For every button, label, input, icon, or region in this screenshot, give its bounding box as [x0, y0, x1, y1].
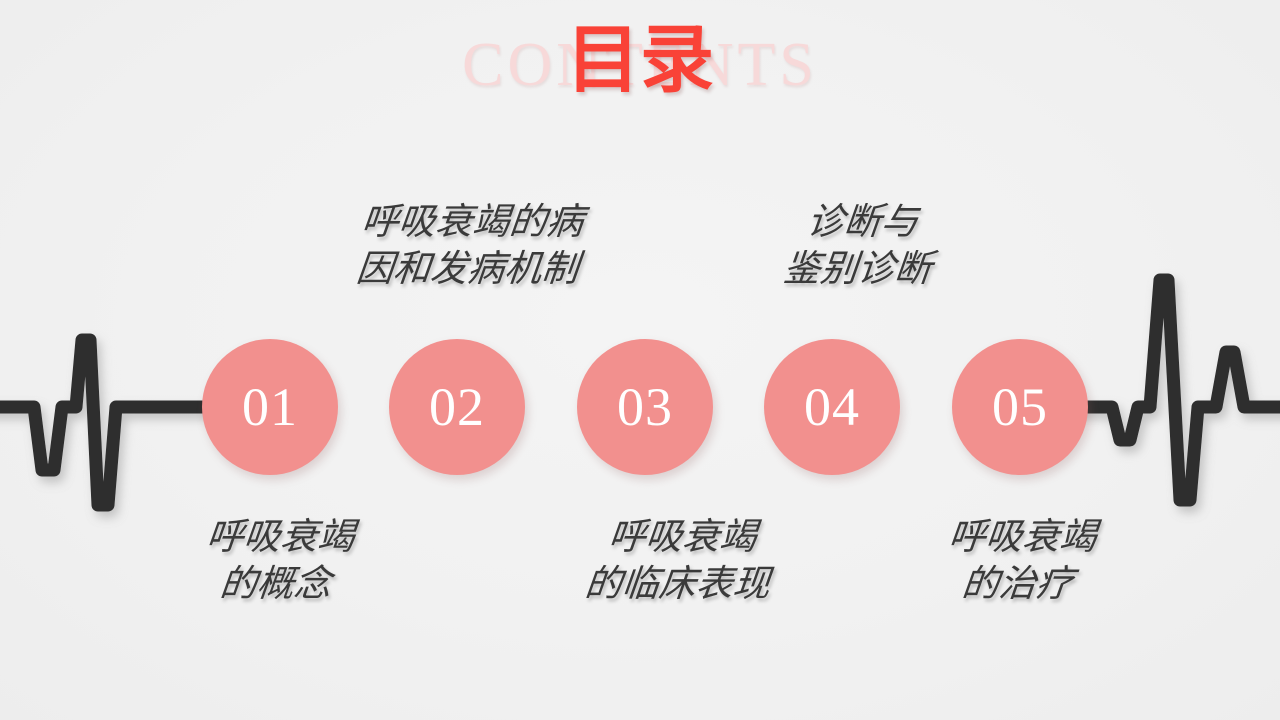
timeline-node-04[interactable]: 04 — [764, 339, 900, 475]
timeline-label-03: 呼吸衰竭 的临床表现 — [582, 515, 773, 606]
node-number-01: 01 — [242, 377, 298, 437]
timeline-node-05[interactable]: 05 — [952, 339, 1088, 475]
node-number-03: 03 — [617, 377, 673, 437]
timeline-label-05: 呼吸衰竭 的治疗 — [946, 515, 1099, 606]
timeline-label-04: 诊断与 鉴别诊断 — [781, 200, 934, 291]
title-english: CONTENTS — [462, 31, 818, 99]
page-title: CONTENTS 目录 — [0, 12, 1280, 122]
node-number-04: 04 — [804, 377, 860, 437]
title-chinese: 目录 — [566, 17, 714, 103]
timeline-node-01[interactable]: 01 — [202, 339, 338, 475]
timeline-node-03[interactable]: 03 — [577, 339, 713, 475]
timeline-label-02: 呼吸衰竭的病 因和发病机制 — [354, 200, 586, 291]
node-number-05: 05 — [992, 377, 1048, 437]
timeline-label-01: 呼吸衰竭 的概念 — [204, 515, 357, 606]
node-number-02: 02 — [429, 377, 485, 437]
timeline-node-02[interactable]: 02 — [389, 339, 525, 475]
